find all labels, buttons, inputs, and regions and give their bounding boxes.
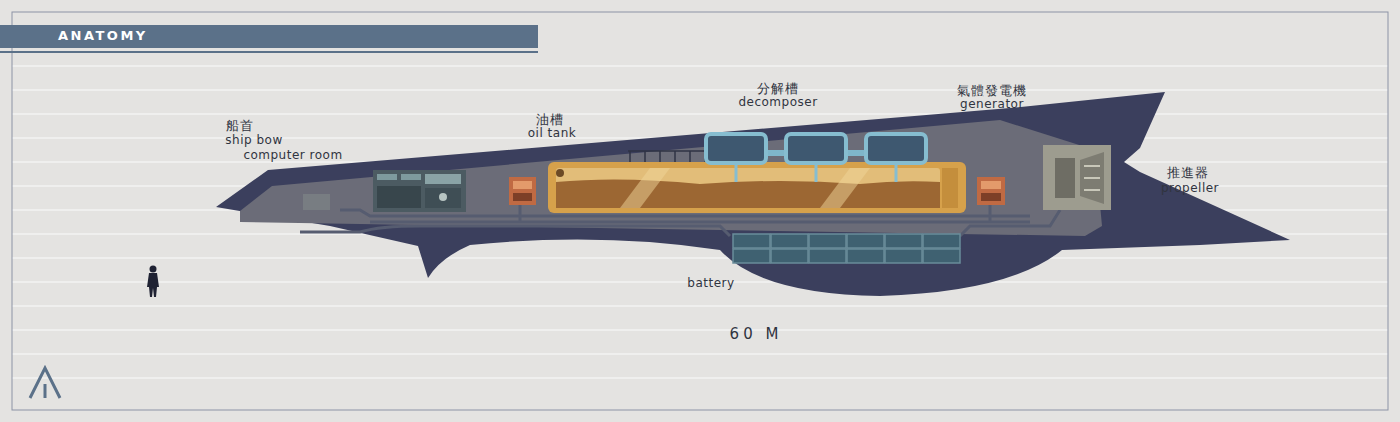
decomposer-units bbox=[706, 134, 926, 182]
oil-tank bbox=[548, 162, 966, 213]
small-unit bbox=[303, 194, 330, 210]
right-generator bbox=[977, 177, 1005, 205]
part-name: oil tank bbox=[528, 126, 576, 141]
part-name: ship bow bbox=[225, 133, 282, 148]
title-underline bbox=[0, 51, 538, 53]
part-name: 分解槽 bbox=[757, 81, 799, 97]
computer-room bbox=[373, 170, 466, 212]
logo bbox=[30, 368, 60, 398]
hull-interior bbox=[240, 120, 1102, 236]
frame bbox=[12, 12, 1388, 410]
part-name: propeller bbox=[1161, 181, 1219, 196]
part-name: 油槽 bbox=[536, 112, 564, 128]
propeller-engine bbox=[1043, 145, 1111, 210]
battery-cells bbox=[733, 234, 960, 263]
human-silhouette bbox=[147, 266, 159, 298]
part-name: 推進器 bbox=[1167, 165, 1209, 181]
part-name: generator bbox=[960, 97, 1024, 112]
part-name: battery bbox=[687, 276, 734, 291]
part-name: 氣體發電機 bbox=[957, 83, 1027, 99]
left-generator bbox=[509, 177, 536, 205]
hull bbox=[216, 92, 1290, 296]
railing bbox=[628, 151, 705, 162]
title: ANATOMY bbox=[58, 28, 148, 44]
title-bar bbox=[0, 25, 538, 48]
dimension: 60 M bbox=[730, 325, 783, 343]
part-name: 船首 bbox=[226, 118, 254, 134]
part-name: decomposer bbox=[738, 95, 817, 110]
part-name: computer room bbox=[243, 148, 342, 163]
background-lines bbox=[12, 66, 1388, 378]
